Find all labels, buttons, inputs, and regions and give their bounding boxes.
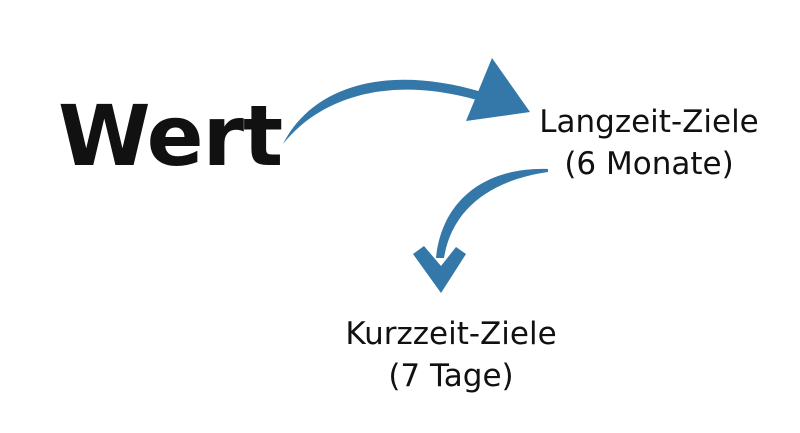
short-term-goals-title: Kurzzeit-Ziele xyxy=(345,316,557,352)
arrow-short-term-head xyxy=(413,246,466,293)
arrow-short-term-shaft xyxy=(436,168,548,258)
short-term-goals-node: Kurzzeit-Ziele (7 Tage) xyxy=(320,313,582,397)
long-term-goals-duration: (6 Monate) xyxy=(564,146,734,182)
short-term-goals-duration: (7 Tage) xyxy=(388,358,514,394)
root-label-wert: Wert xyxy=(58,87,283,185)
arrow-value-to-long-term xyxy=(283,58,530,144)
long-term-goals-node: Langzeit-Ziele (6 Monate) xyxy=(525,101,773,185)
arrow-long-term-shaft xyxy=(283,79,482,144)
arrow-long-term-head xyxy=(466,58,530,121)
arrow-long-term-to-short-term xyxy=(413,168,548,293)
long-term-goals-title: Langzeit-Ziele xyxy=(539,104,759,140)
